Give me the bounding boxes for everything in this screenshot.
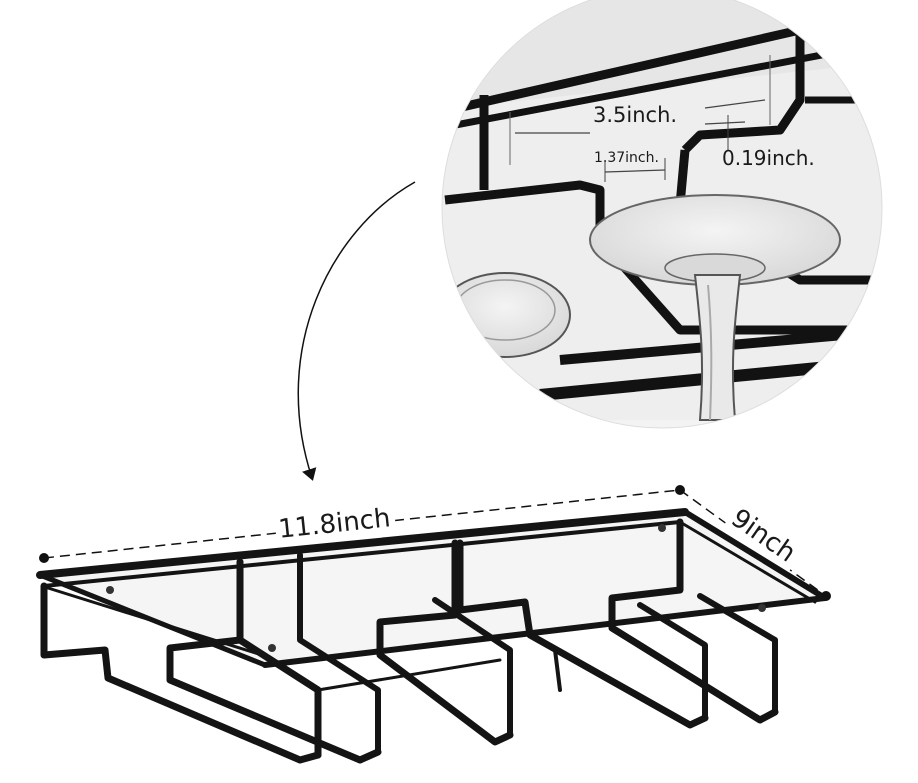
zoom-detail-circle: 3.5inch. 1.37inch. 0.19inch.: [441, 0, 883, 429]
wine-glass-rack: [36, 508, 828, 764]
rail-gap-label: 1.37inch.: [594, 150, 659, 166]
slot-width-label: 3.5inch.: [593, 103, 677, 127]
callout-arrow: [297, 181, 416, 481]
mounting-holes: [106, 524, 766, 652]
rod-thickness-label: 0.19inch.: [722, 146, 815, 170]
